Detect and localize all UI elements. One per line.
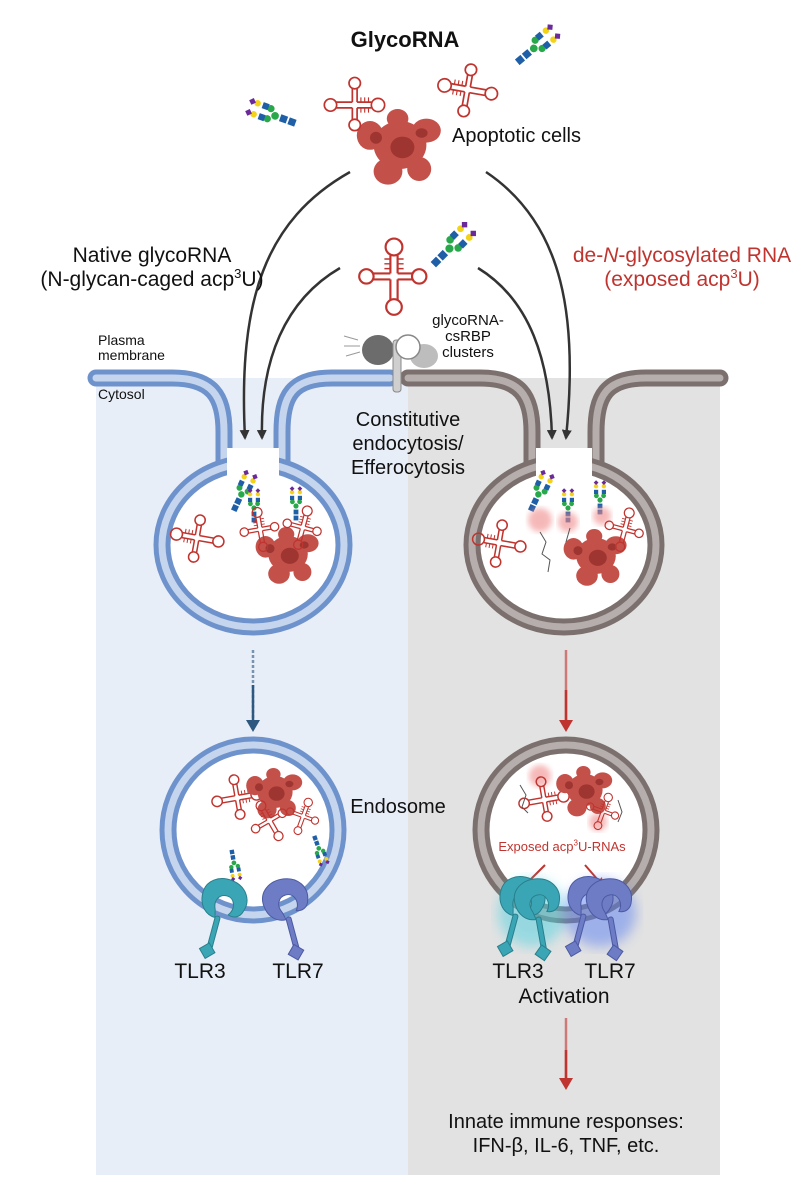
plasma-membrane-right [399, 369, 729, 477]
endocytic-vesicle-right [463, 448, 665, 636]
endosome-left [159, 736, 347, 924]
native-line-2: (N-glycan-caged acp3U) [40, 266, 264, 291]
deglycosylated-rna-label: de-N-glycosylated RNA (exposed acp3U) [573, 244, 791, 292]
native-glycorna-label: Native glycoRNA (N-glycan-caged acp3U) [40, 244, 263, 292]
endosome-label: Endosome [350, 796, 446, 818]
tlr3-right-label: TLR3 [492, 960, 544, 983]
title-glycorna: GlycoRNA [350, 27, 460, 52]
glycorna-csrbp-cluster [343, 219, 479, 393]
tlr7-left-label: TLR7 [272, 960, 324, 983]
activation-label: Activation [518, 985, 610, 1008]
down-arrow-blue [246, 650, 260, 732]
endocytic-vesicle-left [153, 448, 353, 636]
uptake-arrows [239, 170, 572, 440]
native-line-1: Native glycoRNA [72, 244, 232, 267]
deglyco-line-1: de-N-glycosylated RNA [572, 244, 792, 267]
tlr3-right-activated [484, 871, 571, 965]
apoptotic-cell [356, 109, 441, 185]
deglyco-line-2: (exposed acp3U) [604, 266, 760, 291]
cytosol-label: Cytosol [98, 386, 145, 402]
apoptotic-cells-label: Apoptotic cells [452, 125, 581, 147]
tlr7-right-label: TLR7 [584, 960, 636, 983]
exposed-rna-label: Exposed acp3U-RNAs [498, 838, 626, 854]
down-arrow-red-2 [559, 1018, 573, 1090]
plasma-membrane-left [87, 369, 399, 477]
tlr3-left-label: TLR3 [174, 960, 226, 983]
vesicle-right-contents [467, 468, 650, 586]
immune-response-label: Innate immune responses:IFN-β, IL-6, TNF… [448, 1111, 684, 1157]
tlr7-right-activated [552, 871, 643, 965]
down-arrow-red-1 [559, 650, 573, 732]
